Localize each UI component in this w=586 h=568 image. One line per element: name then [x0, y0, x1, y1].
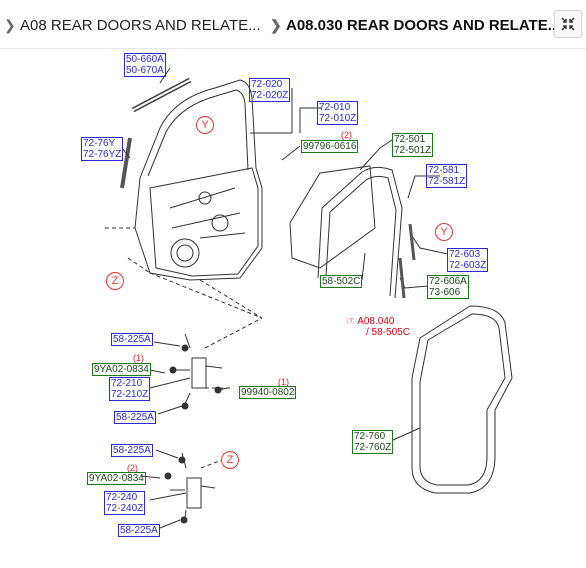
part-callout-58-225a[interactable]: 58-225A: [111, 444, 153, 457]
breadcrumb-label: A08.030 REAR DOORS AND RELATE...: [286, 17, 561, 34]
part-callout-9ya02-0834[interactable]: 9YA02-0834: [92, 363, 151, 376]
view-marker-y: Y: [435, 223, 453, 241]
breadcrumb-item-a08-030[interactable]: ❯A08.030 REAR DOORS AND RELATE...: [270, 13, 560, 37]
cross-reference-part: / 58-505C: [366, 327, 410, 338]
part-callout-58-225a[interactable]: 58-225A: [118, 524, 160, 537]
view-marker-y: Y: [196, 116, 214, 134]
collapse-icon: [561, 17, 575, 31]
glass-run: [317, 166, 403, 299]
door-inner-panel: [149, 167, 259, 277]
part-callout-58-225a[interactable]: 58-225A: [114, 411, 156, 424]
chevron-right-icon: ❯: [270, 17, 282, 33]
part-callout-58-225a[interactable]: 58-225A: [111, 333, 153, 346]
pillar-trim: [120, 137, 132, 189]
breadcrumb-item-a08[interactable]: ❯A08 REAR DOORS AND RELATE...: [4, 13, 261, 37]
cross-reference-link[interactable]: ☞ A08.040: [346, 316, 395, 327]
door-frame: [134, 79, 263, 281]
diagram-drawing: [105, 67, 513, 529]
qty-note: (2): [127, 463, 138, 473]
breadcrumb: ❯A08 REAR DOORS AND RELATE... ❯A08.030 R…: [0, 0, 586, 49]
hinge-lower: [186, 477, 202, 509]
part-callout-58-502c[interactable]: 58-502C: [320, 275, 363, 288]
part-callout-99796-0616[interactable]: 99796-0616: [301, 140, 359, 153]
division-bar: [398, 223, 416, 299]
pointing-hand-icon: ☞: [346, 316, 355, 327]
door-glass: [289, 165, 376, 269]
opening-weatherstrip: [411, 305, 513, 494]
chevron-right-icon: ❯: [4, 17, 16, 33]
breadcrumb-label: A08 REAR DOORS AND RELATE...: [20, 17, 261, 34]
qty-note: (1): [278, 377, 289, 387]
qty-note: (2): [341, 130, 352, 140]
part-callout-99940-0802[interactable]: 99940-0802: [239, 386, 297, 399]
hinge-upper: [191, 357, 207, 389]
collapse-button[interactable]: [554, 10, 582, 38]
part-callout-9ya02-0834[interactable]: 9YA02-0834: [87, 472, 146, 485]
view-marker-z: Z: [221, 451, 239, 469]
view-marker-z: Z: [106, 272, 124, 290]
qty-note: (1): [133, 353, 144, 363]
